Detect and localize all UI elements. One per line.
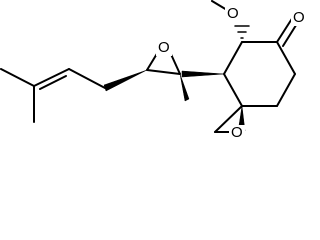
bond-prenyl-ch2-ch xyxy=(68,68,106,89)
hashed-bond-methoxy xyxy=(234,25,250,39)
wedge-ring-to-sidechain xyxy=(181,70,225,78)
spiro-epoxide-oxygen-label: O xyxy=(231,124,243,141)
wedge-methyl xyxy=(179,73,190,102)
sidechain-epoxide xyxy=(103,51,190,102)
bond-sc-c1-c2 xyxy=(146,69,181,75)
bond-c6-c1 xyxy=(223,41,243,75)
bond-c3-c4 xyxy=(276,73,296,107)
bond-prenyl-dbl-1 xyxy=(33,68,70,87)
bond-c2-c3 xyxy=(276,41,296,75)
molecule-structure: O O O O xyxy=(0,0,307,141)
ketone-oxygen-label: O xyxy=(293,9,305,26)
prenyl-chain xyxy=(0,68,106,123)
bond-epox-c-c xyxy=(214,105,243,133)
cyclohexane-ring xyxy=(223,41,296,107)
bond-carbonyl-1 xyxy=(276,16,294,43)
wedge-prenyl xyxy=(103,69,148,92)
bond-c5-c6 xyxy=(223,73,243,107)
bond-prenyl-me1 xyxy=(0,68,35,87)
atom-labels: O O O O xyxy=(156,5,307,141)
bond-prenyl-dbl-2 xyxy=(39,75,67,90)
sidechain-epoxide-oxygen-label: O xyxy=(158,39,170,56)
methoxy-oxygen-label: O xyxy=(227,5,239,22)
